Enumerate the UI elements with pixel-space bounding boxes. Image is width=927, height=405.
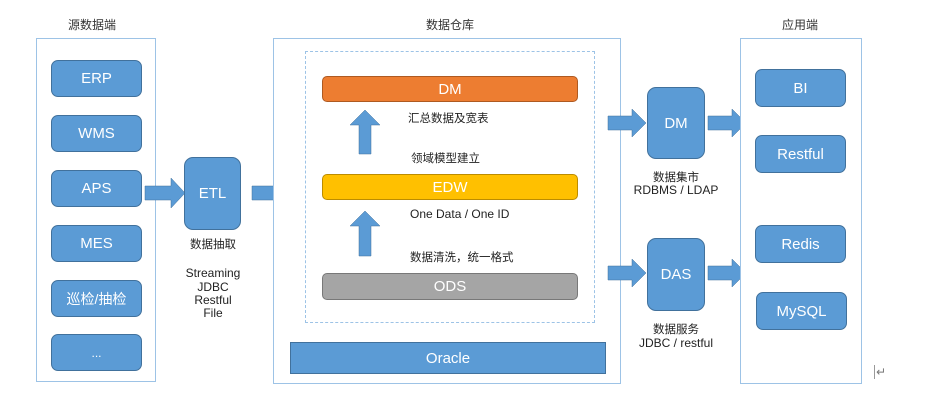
etl-method-file: File [203, 306, 223, 320]
arrow-edw-to-dm [349, 109, 381, 155]
layer-ods[interactable]: ODS [322, 273, 578, 300]
source-item-wms[interactable]: WMS [51, 115, 142, 152]
arrow-source-to-etl [144, 177, 186, 209]
warehouse-title: 数据仓库 [425, 18, 474, 32]
source-item-more[interactable]: ... [51, 334, 142, 371]
arrow-warehouse-to-dm [607, 108, 647, 138]
annotation-summary-wide-tables: 汇总数据及宽表 [408, 111, 489, 125]
app-item-restful[interactable]: Restful [755, 135, 846, 173]
arrow-das-to-apps [707, 258, 747, 288]
service-das-protocols: JDBC / restful [638, 336, 713, 350]
etl-node[interactable]: ETL [184, 157, 241, 230]
service-das-node[interactable]: DAS [647, 238, 705, 311]
etl-method-streaming: Streaming [185, 266, 241, 280]
etl-method-restful: Restful [194, 293, 232, 307]
app-item-redis[interactable]: Redis [755, 225, 846, 263]
return-mark-icon: ↵ [874, 365, 887, 379]
layer-edw[interactable]: EDW [322, 174, 578, 200]
source-item-erp[interactable]: ERP [51, 60, 142, 97]
source-item-inspection[interactable]: 巡检/抽检 [51, 280, 142, 317]
service-das-caption: 数据服务 [653, 322, 699, 336]
app-item-mysql[interactable]: MySQL [756, 292, 847, 330]
service-dm-protocols: RDBMS / LDAP [633, 183, 719, 197]
source-item-aps[interactable]: APS [51, 170, 142, 207]
arrow-dm-to-apps [707, 108, 747, 138]
arrow-warehouse-to-das [607, 258, 647, 288]
warehouse-layer-group [305, 51, 595, 323]
app-item-bi[interactable]: BI [755, 69, 846, 107]
annotation-domain-model: 领域模型建立 [411, 151, 480, 165]
annotation-data-cleansing: 数据清洗，统一格式 [410, 250, 514, 264]
storage-oracle[interactable]: Oracle [290, 342, 606, 374]
etl-method-jdbc: JDBC [197, 280, 229, 294]
service-dm-caption: 数据集市 [653, 170, 699, 184]
etl-caption: 数据抽取 [190, 237, 236, 251]
arrow-ods-to-edw [349, 210, 381, 257]
layer-dm[interactable]: DM [322, 76, 578, 102]
source-item-mes[interactable]: MES [51, 225, 142, 262]
service-dm-node[interactable]: DM [647, 87, 705, 159]
annotation-one-data-one-id: One Data / One ID [410, 207, 510, 221]
source-title: 源数据端 [67, 18, 116, 32]
apps-title: 应用端 [781, 18, 818, 32]
